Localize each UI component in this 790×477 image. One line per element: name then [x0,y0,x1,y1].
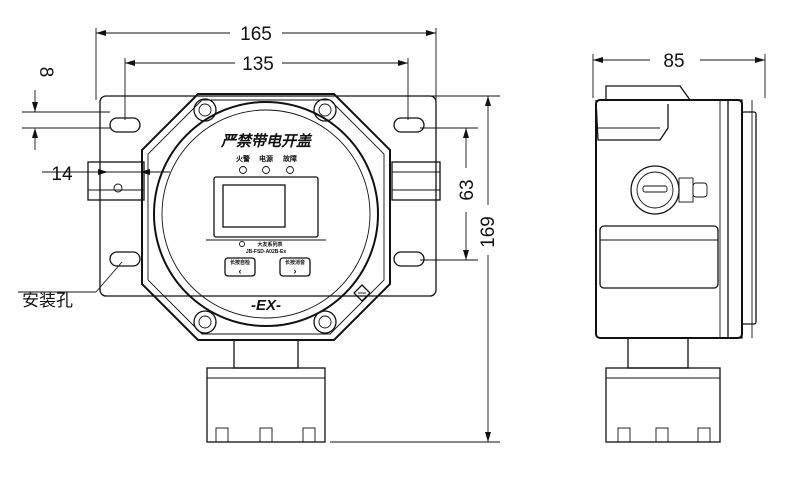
dim-135-label: 135 [242,54,274,75]
mute-key[interactable]: 长按消音 › [279,257,311,277]
left-gland [87,161,145,201]
chevron-left-icon: ‹ [239,266,242,276]
bolt-bottom-left [193,310,217,334]
dimension-8: 8 [22,67,110,150]
mounting-hole-label: 安装孔 [22,291,73,310]
right-gland [391,161,441,201]
dimension-165: 165 [95,24,437,100]
mounting-hole-bottom-right [393,251,425,267]
ground-diamond-icon [353,284,371,302]
side-back-plate [727,99,743,339]
side-knob [630,165,680,215]
side-view [595,85,757,443]
mounting-hole-top-left [109,117,141,133]
dimension-135: 135 [124,54,409,120]
mounting-hole-bottom-left [109,251,141,267]
indicator-fire-label: 火警 [236,154,250,163]
self-test-key[interactable]: 长按自检 ‹ [224,257,256,277]
lcd-screen [222,184,286,228]
sensor-base [206,367,326,443]
front-view: 严禁带电开盖 火警 电源 故障 大友系列表 JB-FSD-A02B-Ex 长按自… [87,93,441,443]
dim-8-label: 8 [35,67,56,78]
indicator-fault-label: 故障 [283,154,297,163]
chevron-right-icon: › [294,266,297,276]
dim-169-label: 169 [478,216,499,248]
side-neck [627,337,689,369]
mounting-hole-top-right [393,117,425,133]
brand-logo-icon [239,241,245,247]
dim-165-label: 165 [240,24,272,45]
bolt-bottom-right [313,310,337,334]
side-sensor-base [605,367,721,443]
fault-led-icon [286,166,294,174]
mounting-plate [99,95,437,297]
self-test-key-label: 长按自检 [230,259,250,266]
bolt-top-left [193,98,217,122]
mounting-hole-callout: 安装孔 [18,261,123,310]
dim-85-label: 85 [663,51,684,72]
dimension-14: 14 [42,164,170,185]
side-upper-cover [595,99,669,141]
dim-63-label: 63 [457,179,478,200]
round-cover [153,101,379,327]
neck [233,339,299,369]
octagonal-housing [141,93,391,341]
brand-label: 大友系列表 [257,241,283,248]
warning-nameplate: 严禁带电开盖 [220,133,313,150]
indicator-group: 火警 电源 故障 [236,154,297,174]
side-lower-cover [599,225,719,289]
mute-key-label: 长按消音 [285,259,305,266]
bolt-top-right [313,98,337,122]
dim-14-label: 14 [51,164,73,185]
indicator-power-label: 电源 [259,154,273,163]
fire-led-icon [239,166,247,174]
power-led-icon [262,166,270,174]
ex-mark: -EX- [251,297,281,314]
dimension-85: 85 [592,51,766,98]
dimension-169: 169 [330,95,500,443]
display-window [213,176,319,238]
dimension-63: 63 [420,127,478,261]
model-label: JB-FSD-A02B-Ex [246,249,287,255]
side-lid [605,85,691,101]
